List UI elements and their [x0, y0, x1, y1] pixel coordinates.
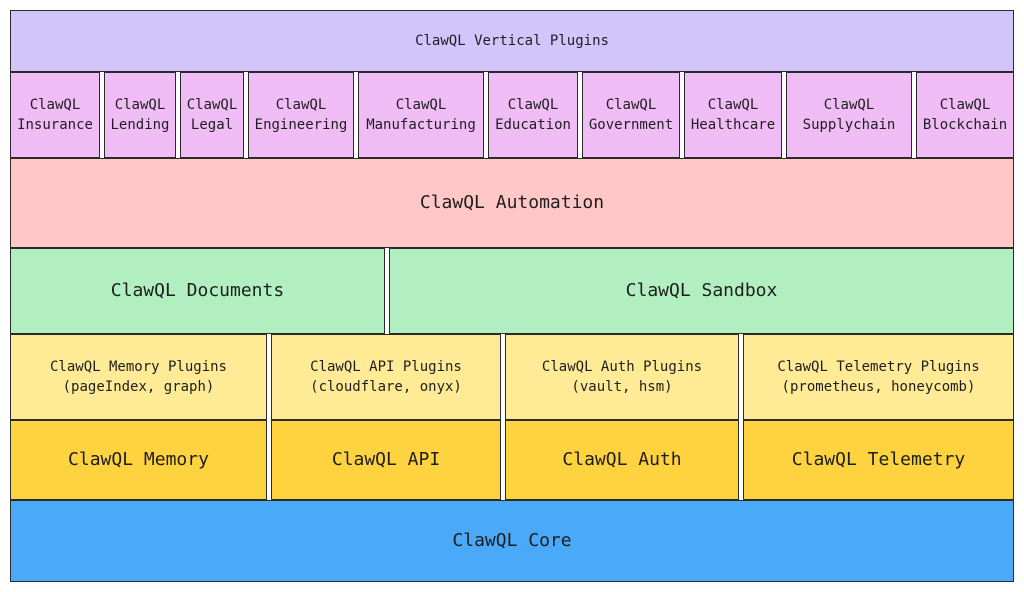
automation-layer: ClawQL Automation — [10, 158, 1014, 248]
api-module: ClawQL API — [271, 420, 501, 500]
plugin-healthcare: ClawQL Healthcare — [684, 72, 782, 158]
plugin-manufacturing: ClawQL Manufacturing — [358, 72, 484, 158]
sandbox-block: ClawQL Sandbox — [389, 248, 1014, 334]
plugin-engineering: ClawQL Engineering — [248, 72, 354, 158]
memory-plugins: ClawQL Memory Plugins (pageIndex, graph) — [10, 334, 267, 420]
api-plugins: ClawQL API Plugins (cloudflare, onyx) — [271, 334, 501, 420]
plugin-lending: ClawQL Lending — [104, 72, 176, 158]
plugin-legal: ClawQL Legal — [180, 72, 244, 158]
vertical-plugins-header: ClawQL Vertical Plugins — [10, 10, 1014, 72]
telemetry-module: ClawQL Telemetry — [743, 420, 1014, 500]
plugin-government: ClawQL Government — [582, 72, 680, 158]
auth-module: ClawQL Auth — [505, 420, 739, 500]
core-layer: ClawQL Core — [10, 500, 1014, 582]
plugin-education: ClawQL Education — [488, 72, 578, 158]
documents-block: ClawQL Documents — [10, 248, 385, 334]
plugin-insurance: ClawQL Insurance — [10, 72, 100, 158]
telemetry-plugins: ClawQL Telemetry Plugins (prometheus, ho… — [743, 334, 1014, 420]
plugin-blockchain: ClawQL Blockchain — [916, 72, 1014, 158]
plugin-supplychain: ClawQL Supplychain — [786, 72, 912, 158]
memory-module: ClawQL Memory — [10, 420, 267, 500]
auth-plugins: ClawQL Auth Plugins (vault, hsm) — [505, 334, 739, 420]
